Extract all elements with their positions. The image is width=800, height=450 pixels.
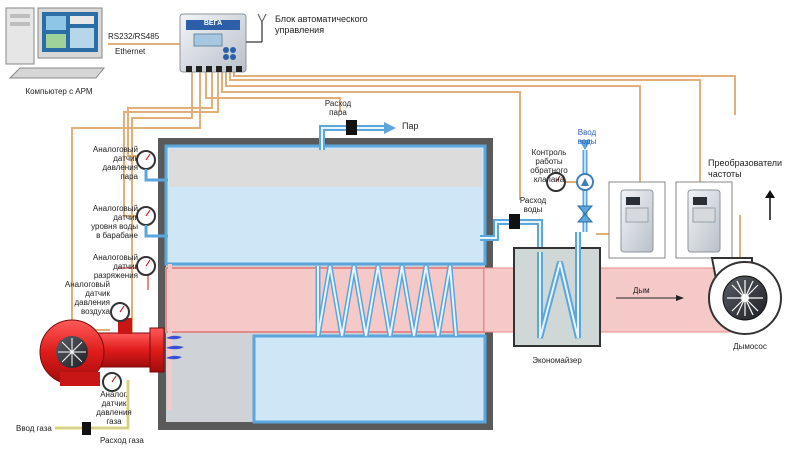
steam-label: Пар — [402, 121, 419, 131]
burner — [39, 318, 184, 386]
gas-line — [55, 380, 130, 435]
steam-pipe — [319, 120, 396, 150]
freq-converters-label: Преобразователи частоты — [708, 158, 783, 179]
water-drum — [252, 334, 487, 424]
feedwater-pipe — [480, 214, 543, 252]
steam-flow-label: Расход пара — [324, 99, 352, 117]
water-inlet-line — [560, 140, 594, 232]
economizer-label: Экономайзер — [532, 356, 582, 365]
control-unit — [179, 13, 267, 73]
steam-space — [169, 149, 482, 187]
air-pressure-label: Аналоговый датчик давления воздуха — [64, 280, 110, 316]
gauge-gas-pressure — [102, 372, 122, 392]
boiler — [158, 138, 493, 430]
drum-level-label: Аналоговый датчик уровня воды в барабане — [91, 204, 138, 240]
gauge-check-valve — [546, 172, 566, 192]
device-brand: ВЕГА — [203, 20, 223, 27]
water-valve — [576, 205, 594, 223]
vacuum-label: Аналоговый датчик разряжения — [92, 253, 138, 280]
flue-duct — [483, 267, 731, 333]
gas-flow-label: Расход газа — [100, 436, 144, 445]
gas-inlet-label: Ввод газа — [16, 424, 52, 433]
gauge-drum-pressure — [136, 150, 156, 170]
pressure-gauges — [102, 150, 566, 392]
water-flow-label: Расход воды — [519, 196, 547, 214]
rs-link-label: RS232/RS485 — [108, 32, 160, 41]
steam-flow-meter — [346, 120, 357, 135]
check-valve-label: Контроль работы обратного клапана — [530, 148, 568, 184]
gauge-drum-level — [136, 206, 156, 226]
control-unit-label: Блок автоматического управления — [275, 14, 368, 35]
frequency-converters — [608, 181, 733, 259]
smoke-exhauster — [708, 190, 782, 335]
gauge-air-pressure — [110, 302, 130, 322]
smoke-label: Дым — [633, 286, 650, 295]
drum-pressure-label: Аналоговый датчик давления пара — [92, 145, 138, 181]
computer — [5, 7, 106, 79]
water-inlet-label: Ввод воды — [577, 128, 597, 146]
economizer — [513, 232, 601, 347]
gauge-vacuum — [136, 256, 156, 276]
gas-flow-meter — [82, 422, 91, 435]
computer-label: Компьютер с АРМ — [25, 87, 93, 96]
smoke-exhauster-label: Дымосос — [733, 342, 767, 351]
ethernet-label: Ethernet — [115, 47, 146, 56]
flames — [166, 335, 184, 360]
water-flow-meter — [509, 214, 520, 229]
gas-pressure-label: Аналог. датчик давления газа — [96, 390, 132, 426]
